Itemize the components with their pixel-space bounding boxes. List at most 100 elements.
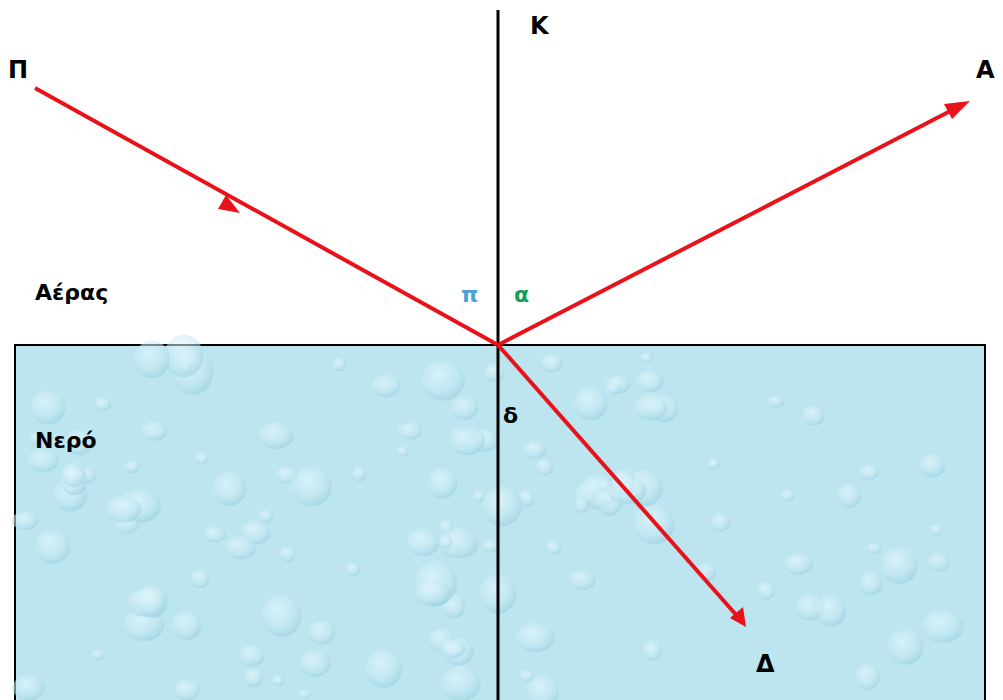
water-drop <box>428 468 457 499</box>
water-drop <box>422 361 465 401</box>
refracted-ray <box>498 345 738 617</box>
water-drop <box>13 675 45 700</box>
water-drop <box>398 422 422 439</box>
water-drop <box>94 397 111 411</box>
reflected-ray <box>498 106 960 345</box>
water-drop <box>366 649 402 688</box>
water-drop <box>308 621 335 645</box>
water-drop <box>767 396 784 408</box>
water-drop <box>28 449 60 472</box>
water-drop <box>212 472 246 506</box>
water-drop <box>204 527 226 543</box>
water-drop <box>930 524 943 535</box>
water-drop <box>439 639 465 658</box>
water-drop <box>272 675 284 685</box>
water-drop <box>519 670 534 682</box>
water-drop <box>196 452 209 464</box>
water-drop <box>711 513 730 531</box>
water-drop <box>352 466 367 482</box>
water-drop <box>859 464 879 480</box>
water-drop <box>36 530 71 564</box>
water-drop <box>137 584 168 617</box>
water-drop <box>855 664 879 690</box>
medium-label: Νερό <box>35 430 97 452</box>
point-label: Δ <box>756 652 775 676</box>
water-body <box>15 345 985 700</box>
water-drop <box>258 510 273 523</box>
water-drop <box>606 383 621 395</box>
water-drop <box>299 690 311 699</box>
angle-label: π <box>461 284 478 306</box>
water-drop <box>881 547 918 584</box>
water-drop <box>448 426 485 456</box>
water-drop <box>190 569 209 588</box>
water-drop <box>134 341 170 379</box>
water-drop <box>12 511 39 530</box>
water-drop <box>640 353 653 363</box>
water-drop <box>484 363 505 382</box>
water-drop <box>440 535 453 548</box>
water-drop <box>244 668 264 687</box>
water-drop <box>225 536 257 560</box>
incident-arrowhead <box>218 195 240 213</box>
water-drop <box>414 580 451 607</box>
water-drop <box>922 610 964 643</box>
water-drop <box>345 563 360 576</box>
water-drop <box>279 546 295 562</box>
water-drop <box>574 497 589 513</box>
water-drop <box>262 594 301 637</box>
water-drop <box>816 594 846 626</box>
water-drop <box>238 645 265 666</box>
water-drop <box>860 572 883 595</box>
water-drop <box>888 630 924 664</box>
water-drop <box>784 553 813 574</box>
water-drop <box>707 458 720 470</box>
water-drop <box>837 484 861 509</box>
angle-label: α <box>514 284 529 306</box>
water-drop <box>802 406 825 426</box>
water-drop <box>482 486 522 526</box>
water-drop <box>546 541 562 555</box>
water-drop <box>541 354 563 373</box>
water-drop <box>568 570 596 590</box>
water-drop <box>438 528 479 558</box>
water-drop <box>407 529 440 556</box>
water-drop <box>919 454 945 477</box>
water-drop <box>643 641 662 661</box>
water-drop <box>483 539 499 552</box>
normal-line <box>497 10 500 700</box>
water-drop <box>451 397 478 420</box>
water-drop <box>516 623 555 653</box>
water-drop <box>574 387 608 420</box>
water-drops <box>12 335 964 700</box>
water-drop <box>141 421 167 440</box>
point-label: Α <box>976 58 995 82</box>
angle-label: δ <box>503 405 518 427</box>
water-drop <box>440 666 480 700</box>
water-drop <box>372 374 401 397</box>
water-drop <box>31 391 66 425</box>
refracted-arrowhead <box>730 607 746 627</box>
reflected-arrowhead <box>944 101 970 119</box>
water-drop <box>291 466 332 506</box>
water-drop <box>125 460 140 473</box>
point-label: Π <box>8 58 28 82</box>
water-drop <box>332 358 346 372</box>
water-drop <box>258 422 294 449</box>
water-drop <box>636 370 664 392</box>
water-drop <box>174 680 200 700</box>
water-drop <box>300 650 331 677</box>
water-drop <box>164 335 203 378</box>
incident-ray <box>35 88 498 345</box>
water-drop <box>867 543 882 554</box>
water-drop <box>524 441 547 459</box>
water-drop <box>62 462 85 487</box>
water-drop <box>634 395 668 421</box>
water-drop <box>91 649 106 660</box>
water-drop <box>171 611 201 639</box>
water-drop <box>780 489 795 501</box>
water-drop <box>397 446 409 457</box>
water-drop <box>536 459 553 476</box>
